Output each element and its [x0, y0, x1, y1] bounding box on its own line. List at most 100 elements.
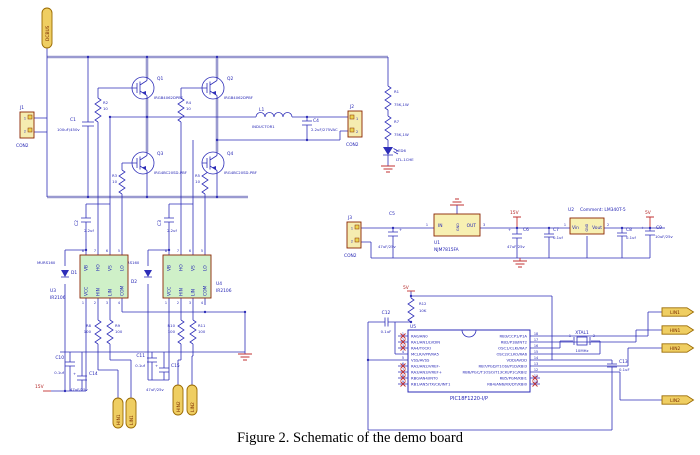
resistor-labels: R2 10 R4 10 R3 10 R5 10 R1 75K,1W R7 75K…: [84, 89, 427, 334]
regulator-u2: Vin GND Vout 1 2 U2 Comment: LM340T-5: [564, 207, 626, 235]
u1-num-out: 3: [483, 223, 485, 227]
flag-lin2: LIN2: [670, 398, 680, 404]
u2-pin-vout: Vout: [592, 225, 602, 231]
r1-ref: R1: [394, 89, 400, 94]
u5-rpin-5: RB7/PGD/T1OSI/P1D/KBI3: [479, 364, 528, 369]
c5-value: 47uF/25v: [378, 244, 397, 249]
igbt-q2-symbol: [201, 76, 225, 100]
j1-part: CON2: [16, 143, 29, 149]
u3-num-7: 7: [94, 249, 96, 253]
r2-value: 10: [103, 106, 108, 111]
u4-pin-ho: HO: [179, 264, 185, 271]
c3-value: 2.2uf: [167, 228, 177, 233]
u5-lnum-4: 5: [402, 356, 404, 360]
signal-flags-right: LIN1 HIN1 HIN2 LIN2: [661, 307, 695, 405]
u1-pin-in: IN: [438, 223, 443, 229]
q3-part: IRG4BC20SD-PBF: [154, 170, 187, 175]
u3-pin-hin: HIN: [96, 288, 102, 296]
c11-value: 0.1uf: [135, 363, 145, 368]
j1-pin1-num: 1: [24, 117, 26, 121]
pill-lin2: LIN2: [190, 402, 196, 412]
u5-rpin-8: RB4/AN6/RX/DT/KBI0: [487, 382, 527, 387]
u4-num-3: 3: [189, 301, 191, 305]
u5-lnum-0: 1: [402, 332, 404, 336]
c14-ref: C14: [89, 371, 98, 377]
l1-ref: L1: [259, 107, 264, 113]
j2-pin2-num: 2: [356, 130, 358, 134]
wires-driver-section: [51, 203, 246, 398]
u5-lpin-2: RA4/T0CKI: [411, 346, 431, 351]
c11-ref: C11: [136, 353, 145, 359]
u3-pin-vcc: VCC: [84, 287, 90, 296]
u3-part: IR2106: [50, 295, 66, 301]
c2-ref: C2: [74, 220, 80, 226]
u5-lpin-3: MCLR/VPP/RA5: [411, 352, 439, 357]
r5-ref: R5: [195, 173, 201, 178]
u4-pin-vcc: VCC: [167, 287, 173, 296]
driver-u4: VB HO VS LO VCC HIN LIN COM 8 7 6 5 1 2 …: [162, 249, 232, 305]
u5-lpin-8: RB1/AN5/TX/CK/INT1: [411, 382, 451, 387]
c13-ref: C13: [619, 359, 628, 365]
u5-rnum-0: 18: [534, 332, 538, 336]
r8-ref: R8: [86, 323, 92, 328]
r9-ref: R9: [115, 323, 121, 328]
r1-value: 75K,1W: [394, 102, 409, 107]
u5-rnum-2: 16: [534, 344, 538, 348]
u5-rpin-4: VDD/AVDD: [506, 358, 527, 363]
xtal1-ref: XTAL1: [575, 330, 589, 336]
c4-value: 2.2uF/275VAC: [311, 127, 338, 132]
u3-num-2: 2: [94, 301, 96, 305]
u5-rpin-7: RB5/PGM/KBI1: [500, 376, 528, 381]
q1-ref: Q1: [157, 76, 163, 82]
u4-pin-com: COM: [203, 285, 209, 296]
c7-ref: C7: [553, 227, 559, 233]
c5-ref: C5: [389, 211, 395, 217]
connector-j3: 1 2 J3 CON2: [344, 215, 362, 259]
c9-value: 10uF/25v: [655, 234, 674, 239]
u4-num-2: 2: [177, 301, 179, 305]
u1-num-in: 1: [426, 223, 428, 227]
junction-dots: [63, 55, 652, 393]
r7-value: 75K,1W: [394, 132, 409, 137]
r5-value: 10: [195, 179, 200, 184]
igbt-q4-symbol: [201, 151, 225, 175]
q3-ref: Q3: [157, 151, 163, 157]
c8-value: 0.1uf: [626, 235, 636, 240]
wires-supply-row: [361, 205, 665, 259]
u3-num-8: 8: [82, 249, 84, 253]
u2-ref: U2: [568, 207, 574, 213]
c6-plus: +: [508, 227, 511, 232]
u5-lpin-4: VSS/AVSS: [411, 358, 430, 363]
u3-pin-vs: VS: [108, 265, 114, 271]
c15-plus: +: [155, 363, 158, 368]
c3-ref: C3: [157, 220, 163, 226]
u5-lnum-8: 9: [402, 380, 404, 384]
q4-part: IRG4BC20SD-PBF: [224, 170, 257, 175]
d1-ref: D1: [71, 270, 77, 276]
r2-ref: R2: [103, 100, 109, 105]
r11-ref: R11: [198, 323, 206, 328]
u5-part: PIC18F1220-I/P: [450, 396, 488, 402]
c5-plus: +: [399, 227, 402, 232]
r11-value: 100: [198, 329, 206, 334]
u5-rnum-4: 14: [534, 356, 538, 360]
u5-lpin-7: RB0/AN4/INT0: [411, 376, 438, 381]
u2-num-out: 2: [607, 223, 609, 227]
u3-pin-lin: LIN: [108, 289, 114, 296]
u3-pin-vb: VB: [84, 265, 90, 271]
r3-value: 10: [112, 179, 117, 184]
c15-ref: C15: [171, 363, 180, 369]
c12-ref: C12: [382, 310, 391, 316]
u5-rnum-8: 10: [534, 380, 538, 384]
signal-pills-bottom: HIN1 LIN1 HIN2 LIN2: [112, 384, 198, 429]
dcbus-flag: DCBUS: [41, 7, 53, 49]
u3-num-4: 4: [118, 301, 120, 305]
j2-part: CON2: [346, 142, 359, 148]
d2-part: MURS160: [121, 260, 140, 265]
u5-lpin-0: RA0/AN0: [411, 334, 428, 339]
u5-lpin-6: RA3/AN3/VREF+: [411, 370, 442, 375]
dcbus-flag-label: DCBUS: [45, 25, 51, 41]
c14-value: 47uF/25v: [70, 387, 89, 392]
c4-ref: C4: [313, 118, 319, 124]
